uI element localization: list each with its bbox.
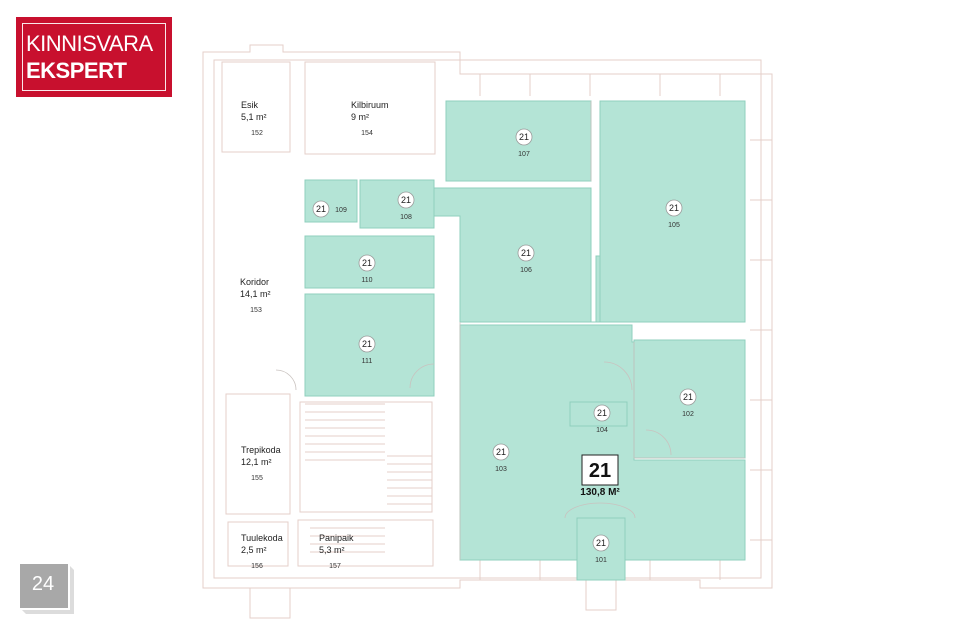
unit-tag-circle: [358, 254, 376, 272]
unit-tag-111: 21 111: [358, 335, 376, 365]
unit-number: 21: [496, 447, 506, 457]
unit-tag-circle: [312, 200, 330, 218]
unit-number: 21: [521, 248, 531, 258]
unit-room-code: 101: [595, 557, 607, 564]
interior-walls: [275, 101, 745, 560]
unit-room-code: 104: [596, 427, 608, 434]
unit-room-code: 106: [520, 267, 532, 274]
apartment-summary: 21 130,8 M²: [580, 454, 620, 498]
unit-number: 21: [362, 258, 372, 268]
room-area: 12,1 m²: [241, 457, 272, 467]
room-name: Tuulekoda: [241, 533, 283, 543]
unit-tag-circle: [592, 534, 610, 552]
room-area: 5,3 m²: [319, 545, 345, 555]
room-code: 155: [251, 475, 263, 482]
unit-room-tags: 21 107 21 105 21 109 21 108 21 106 21 110 21 111 21 102…: [312, 128, 697, 564]
room-code: 154: [361, 130, 373, 137]
unit-room-code: 105: [668, 222, 680, 229]
room-label-koridor: Koridor 14,1 m² 153: [240, 277, 271, 314]
unit-room-code: 108: [400, 214, 412, 221]
unit-number: 21: [683, 392, 693, 402]
logo-frame: [22, 23, 166, 91]
room-code: 157: [329, 563, 341, 570]
unit-number: 21: [669, 203, 679, 213]
unit-room-code: 103: [495, 466, 507, 473]
room-label-tuulekoda: Tuulekoda 2,5 m² 156: [241, 533, 283, 570]
unit-tag-108: 21 108: [397, 191, 415, 221]
unit-tag-109: 21 109: [312, 200, 347, 218]
room-code: 152: [251, 130, 263, 137]
apartment-number-box: [581, 454, 619, 486]
unit-number: 21: [362, 339, 372, 349]
room-area: 9 m²: [351, 112, 369, 122]
unit-room-code: 102: [682, 411, 694, 418]
room-name: Panipaik: [319, 533, 354, 543]
unit-number: 21: [316, 204, 326, 214]
unit-tag-circle: [517, 244, 535, 262]
room-label-esik: Esik 5,1 m² 152: [241, 100, 267, 137]
room-area: 5,1 m²: [241, 112, 267, 122]
unit-number: 21: [597, 408, 607, 418]
room-code: 153: [250, 307, 262, 314]
page-number: 24: [31, 573, 55, 595]
logo-text-line1: KINNISVARA: [26, 31, 153, 56]
unit-room-code: 109: [335, 207, 347, 214]
room-name: Kilbiruum: [351, 100, 389, 110]
unit-tag-circle: [593, 404, 611, 422]
page-number-badge: 24: [18, 562, 74, 614]
apartment-number: 21: [589, 460, 611, 482]
room-label-kilbiruum: Kilbiruum 9 m² 154: [351, 100, 389, 137]
unit-tag-circle: [679, 388, 697, 406]
page-badge-shape: [20, 564, 74, 614]
building-walls: [202, 44, 773, 619]
unit-tag-circle: [397, 191, 415, 209]
apartment-area: 130,8 M²: [580, 487, 620, 498]
unit-tag-107: 21 107: [515, 128, 533, 158]
unit-tag-circle: [358, 335, 376, 353]
unit-tag-101: 21 101: [592, 534, 610, 564]
unit-tag-110: 21 110: [358, 254, 376, 284]
unit-tag-105: 21 105: [665, 199, 683, 229]
room-area: 2,5 m²: [241, 545, 267, 555]
unit-tag-106: 21 106: [517, 244, 535, 274]
unit-tag-circle: [515, 128, 533, 146]
company-logo: KINNISVARA EKSPERT: [16, 17, 172, 97]
room-name: Esik: [241, 100, 259, 110]
room-label-trepikoda: Trepikoda 12,1 m² 155: [241, 445, 281, 482]
unit-tag-104: 21 104: [593, 404, 611, 434]
unit-number: 21: [596, 538, 606, 548]
unit-room-code: 111: [362, 358, 373, 365]
room-name: Koridor: [240, 277, 269, 287]
unit-tag-circle: [665, 199, 683, 217]
room-code: 156: [251, 563, 263, 570]
room-label-panipaik: Panipaik 5,3 m² 157: [319, 533, 354, 570]
room-name: Trepikoda: [241, 445, 281, 455]
unit-room-code: 107: [518, 151, 530, 158]
room-area: 14,1 m²: [240, 289, 271, 299]
unit-number: 21: [401, 195, 411, 205]
unit-room-code: 110: [361, 277, 372, 284]
unit-tag-102: 21 102: [679, 388, 697, 418]
logo-text-line2: EKSPERT: [26, 58, 127, 83]
unit-tag-103: 21 103: [492, 443, 510, 473]
unit-tag-circle: [492, 443, 510, 461]
unit-number: 21: [519, 132, 529, 142]
